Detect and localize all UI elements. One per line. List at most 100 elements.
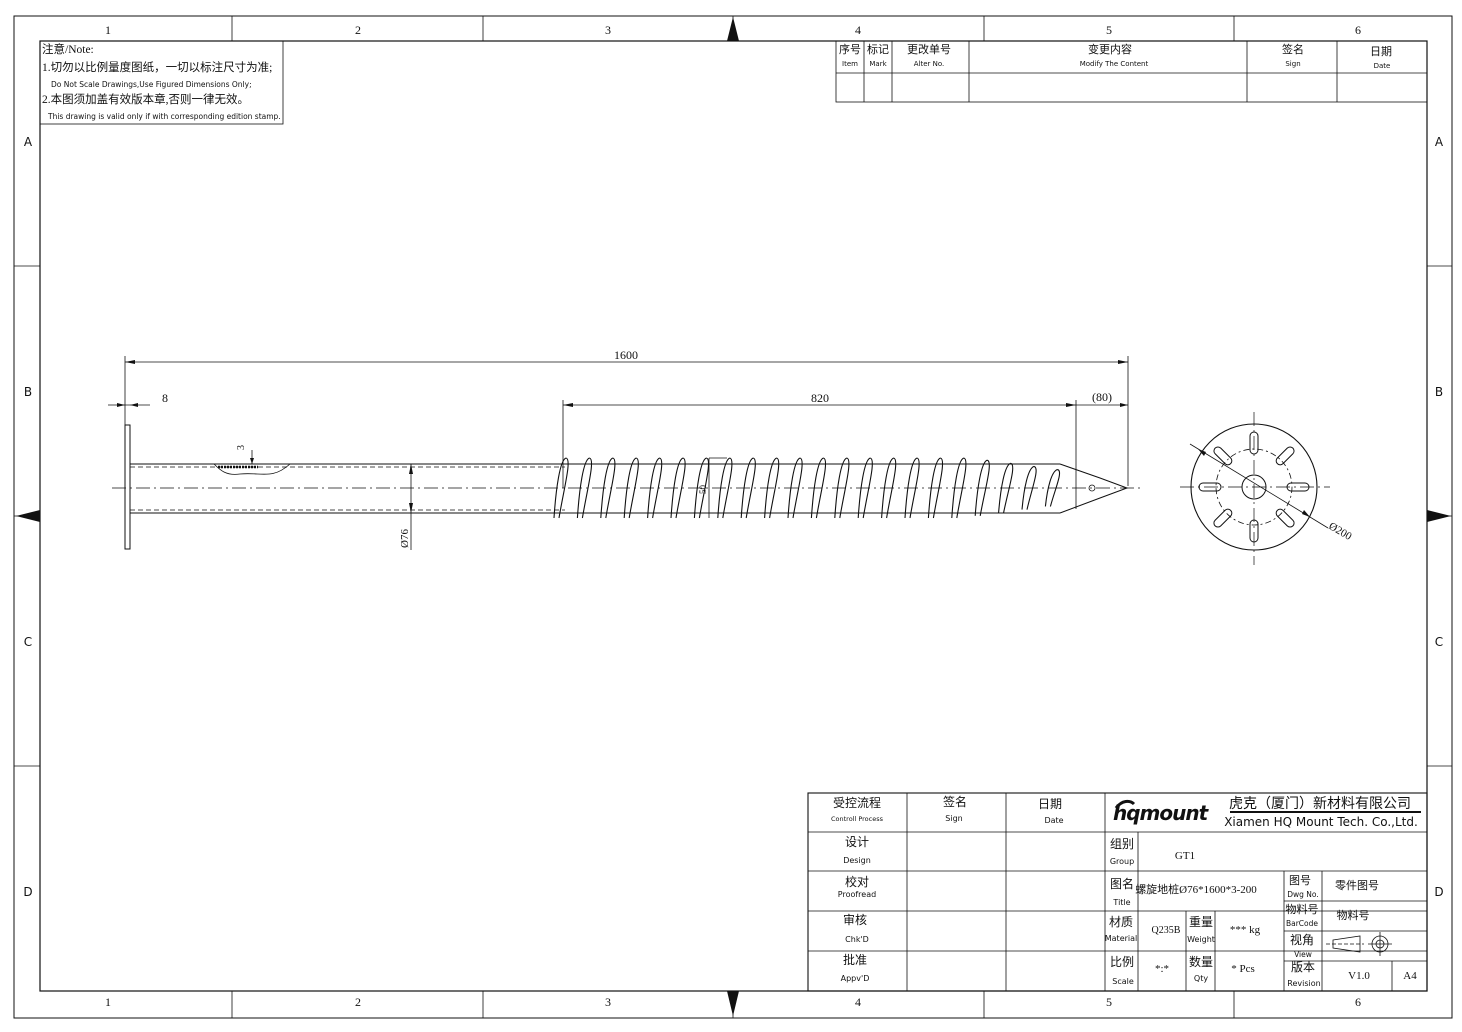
helix-blade — [904, 457, 920, 519]
tb-title-en: Title — [1112, 898, 1130, 907]
rev-header-content-en: Modify The Content — [1080, 60, 1149, 68]
tb-proof-en: Proofread — [838, 890, 876, 899]
helix-blade — [576, 457, 593, 519]
center-mark-left — [16, 510, 40, 522]
tb-barcode-value: 物料号 — [1337, 908, 1370, 922]
flange-slot — [1275, 446, 1295, 466]
tb-qty-cn: 数量 — [1189, 954, 1213, 969]
tb-size-value: A4 — [1403, 970, 1417, 982]
tb-scale-cn: 比例 — [1110, 955, 1134, 969]
tb-group-en: Group — [1110, 857, 1134, 866]
flange-slot — [1275, 508, 1295, 528]
tb-proof-cn: 校对 — [845, 874, 869, 889]
helix-blade — [740, 457, 756, 519]
company-name-cn: 虎克（厦门）新材料有限公司 — [1229, 796, 1411, 812]
rev-header-alter-en: Alter No. — [914, 60, 945, 68]
note-line1-en: Do Not Scale Drawings,Use Figured Dimens… — [51, 80, 252, 89]
col-label: 4 — [855, 995, 861, 1009]
note-title: 注意/Note: — [42, 42, 94, 56]
helix-blade — [974, 459, 990, 516]
helix-blade — [1021, 465, 1037, 510]
dim-flange-diameter: Ø200 — [1327, 520, 1355, 543]
tb-group-cn: 组别 — [1110, 837, 1134, 851]
rev-header-content: 变更内容 — [1088, 42, 1132, 56]
dim-plate-thickness: 8 — [162, 391, 168, 405]
tb-weight-en: Weight — [1187, 935, 1215, 944]
tb-revision-en: Revision — [1287, 979, 1320, 988]
helix-blade — [670, 457, 686, 519]
col-label: 5 — [1106, 995, 1112, 1009]
tb-scale-en: Scale — [1112, 977, 1134, 986]
tb-approve-cn: 批准 — [843, 952, 867, 967]
tb-title-cn: 图名 — [1110, 876, 1134, 891]
helix-blade — [717, 457, 733, 519]
rev-header-sign-en: Sign — [1285, 60, 1300, 68]
dim-helix-length: 820 — [811, 391, 829, 405]
helix-blade — [834, 457, 850, 519]
tb-revision-value: V1.0 — [1348, 970, 1370, 982]
tb-weight-cn: 重量 — [1189, 915, 1213, 929]
row-labels: A B C D A B C D — [23, 135, 1444, 899]
tb-check-en: Chk'D — [845, 935, 869, 944]
rev-header-date: 日期 — [1370, 45, 1392, 58]
dim-tip-length: (80) — [1092, 390, 1112, 404]
helix-blade — [810, 457, 827, 519]
flange-slot — [1213, 446, 1233, 466]
dimensions: 1600 8 820 (80) 3 Ø76 50 — [108, 348, 1129, 550]
col-label: 4 — [855, 23, 861, 37]
tb-dwg-en: Dwg No. — [1287, 890, 1319, 899]
helix-blade — [998, 462, 1014, 513]
note-box: 注意/Note: 1.切勿以比例量度图纸，一切以标注尺寸为准; Do Not S… — [39, 40, 284, 125]
dim-wall-thickness: 3 — [236, 445, 247, 450]
tb-revision-cn: 版本 — [1291, 960, 1315, 974]
center-mark-bottom — [727, 991, 739, 1016]
logo-text: hqmount — [1113, 801, 1210, 825]
col-label: 3 — [605, 23, 611, 37]
helix-blade — [857, 457, 873, 519]
rev-header-mark-en: Mark — [869, 60, 887, 68]
center-mark-top — [727, 17, 739, 41]
note-line1-cn: 1.切勿以比例量度图纸，一切以标注尺寸为准; — [42, 60, 272, 74]
flange-plate — [124, 424, 131, 550]
tb-date-en: Date — [1044, 816, 1063, 825]
tb-material-cn: 材质 — [1109, 915, 1133, 929]
col-label: 6 — [1355, 995, 1361, 1009]
tb-barcode-en: BarCode — [1286, 919, 1318, 928]
flange-slot — [1249, 519, 1259, 543]
tb-scale-value: *:* — [1155, 963, 1169, 975]
rev-header-sign: 签名 — [1282, 42, 1304, 56]
note-line2-cn: 2.本图须加盖有效版本章,否则一律无效。 — [42, 92, 249, 106]
note-line2-en: This drawing is valid only if with corre… — [47, 112, 281, 121]
tb-material-value: Q235B — [1152, 925, 1181, 936]
col-label: 2 — [355, 23, 361, 37]
tb-sign-en: Sign — [945, 814, 962, 823]
row-label: A — [24, 135, 33, 149]
helix-blade — [881, 457, 897, 519]
tb-check-cn: 审核 — [843, 912, 867, 927]
tb-sign-cn: 签名 — [943, 794, 967, 809]
company-name-en: Xiamen HQ Mount Tech. Co.,Ltd. — [1224, 815, 1418, 829]
row-label: C — [1435, 635, 1443, 649]
outer-border — [13, 15, 1453, 1019]
company-logo: hqmount — [1113, 799, 1211, 825]
tb-control-en: Controll Process — [831, 815, 884, 823]
helix-blade — [623, 457, 639, 519]
tb-qty-en: Qty — [1194, 974, 1208, 983]
revision-table: 序号 Item 标记 Mark 更改单号 Alter No. 变更内容 Modi… — [835, 40, 1428, 103]
helix-blade — [927, 457, 944, 519]
tb-dwg-cn: 图号 — [1289, 874, 1311, 887]
helix-blade — [764, 457, 780, 519]
helix-blade — [951, 457, 967, 519]
col-label: 6 — [1355, 23, 1361, 37]
helix-blade — [787, 457, 803, 519]
row-label: C — [24, 635, 32, 649]
tb-qty-value: * Pcs — [1231, 963, 1255, 975]
col-label: 5 — [1106, 23, 1112, 37]
zone-dividers — [14, 16, 1452, 1018]
flange-slot — [1249, 431, 1259, 455]
tb-design-en: Design — [843, 856, 871, 865]
helix-blade — [693, 457, 710, 519]
dim-overall-length: 1600 — [614, 348, 638, 362]
ground-screw-side-view — [112, 424, 1140, 550]
